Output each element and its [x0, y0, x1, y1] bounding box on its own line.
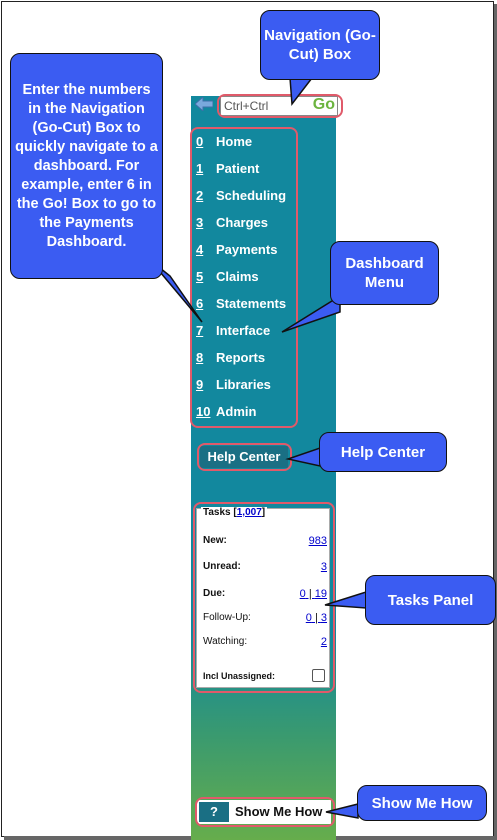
- menu-item-claims[interactable]: 5 Claims: [196, 269, 296, 291]
- menu-item-label: Admin: [216, 404, 257, 419]
- help-center-pointer: [285, 446, 321, 467]
- tasks-title-end: ]: [261, 507, 266, 518]
- menu-item-label: Claims: [216, 269, 259, 284]
- menu-item-admin[interactable]: 10 Admin: [196, 404, 296, 426]
- menu-item-label: Patient: [216, 161, 260, 176]
- tasks-due-today-link[interactable]: 0: [299, 588, 306, 600]
- show-me-how-label: Show Me How: [235, 804, 323, 819]
- back-arrow-icon[interactable]: [195, 97, 213, 111]
- menu-item-number: 8: [196, 350, 204, 365]
- go-input-placeholder: Ctrl+Ctrl: [224, 99, 269, 113]
- tasks-due-label: Due:: [203, 588, 226, 599]
- tasks-title: Tasks [: [203, 507, 237, 518]
- tasks-incl-unassigned-label: Incl Unassigned:: [203, 671, 276, 681]
- menu-item-number: 4: [196, 242, 204, 257]
- menu-item-interface[interactable]: 7 Interface: [196, 323, 296, 345]
- help-center-button[interactable]: Help Center: [200, 446, 288, 468]
- tasks-follow-up-separator: |: [311, 612, 321, 624]
- menu-item-reports[interactable]: 8 Reports: [196, 350, 296, 372]
- callout-dashboard-menu: Dashboard Menu: [330, 241, 439, 305]
- menu-item-number: 0: [196, 134, 204, 149]
- menu-item-number: 9: [196, 377, 204, 392]
- tasks-unread-label: Unread:: [203, 561, 241, 572]
- menu-item-statements[interactable]: 6 Statements: [196, 296, 296, 318]
- tasks-unread-link[interactable]: 3: [320, 561, 327, 573]
- go-button[interactable]: Go: [312, 96, 335, 113]
- frame-shadow-right: [494, 4, 497, 840]
- callout-show-me-how: Show Me How: [357, 785, 487, 821]
- tasks-follow-up-total-link[interactable]: 3: [320, 612, 327, 624]
- callout-instructions: Enter the numbers in the Navigation (Go-…: [10, 53, 163, 279]
- menu-item-number: 3: [196, 215, 204, 230]
- menu-item-number: 7: [196, 323, 204, 338]
- show-me-how-button[interactable]: ? Show Me How: [197, 800, 331, 824]
- tasks-row-follow-up: Follow-Up: 0 | 3: [203, 612, 327, 624]
- menu-item-number: 5: [196, 269, 204, 284]
- tasks-follow-up-today-link[interactable]: 0: [305, 612, 312, 624]
- tasks-row-incl-unassigned: Incl Unassigned:: [203, 669, 327, 682]
- tasks-panel: Tasks [1,007] New: 983 Unread: 3 Due: 0 | 1…: [196, 507, 330, 688]
- menu-item-label: Charges: [216, 215, 269, 230]
- nav-box-pointer: [289, 77, 314, 107]
- show-me-how-pointer: [325, 803, 359, 819]
- menu-item-number: 6: [196, 296, 204, 311]
- menu-item-charges[interactable]: 3 Charges: [196, 215, 296, 237]
- highlight-tasks-panel: [193, 502, 335, 693]
- menu-item-number: 2: [196, 188, 204, 203]
- menu-item-number: 1: [196, 161, 204, 176]
- tasks-new-link[interactable]: 983: [308, 535, 327, 547]
- tasks-due-total-link[interactable]: 19: [314, 588, 327, 600]
- tasks-due-separator: |: [305, 588, 315, 600]
- tasks-row-unread: Unread: 3: [203, 561, 327, 573]
- menu-item-label: Statements: [216, 296, 287, 311]
- question-mark-icon: ?: [199, 802, 229, 822]
- tasks-row-new: New: 983: [203, 535, 327, 547]
- tasks-header: Tasks [1,007]: [201, 507, 268, 518]
- tasks-count-link[interactable]: 1,007: [236, 507, 262, 518]
- menu-item-label: Interface: [216, 323, 271, 338]
- menu-item-label: Libraries: [216, 377, 271, 392]
- tasks-row-watching: Watching: 2: [203, 636, 327, 648]
- highlight-dashboard-menu: [190, 127, 298, 428]
- callout-nav-box: Navigation (Go-Cut) Box: [260, 10, 380, 80]
- tasks-follow-up-label: Follow-Up:: [203, 612, 251, 623]
- highlight-nav-box: [217, 94, 343, 118]
- tasks-panel-pointer: [324, 590, 367, 609]
- callout-help-center: Help Center: [319, 432, 447, 472]
- menu-item-label: Payments: [216, 242, 278, 257]
- menu-item-patient[interactable]: 1 Patient: [196, 161, 296, 183]
- menu-item-scheduling[interactable]: 2 Scheduling: [196, 188, 296, 210]
- tasks-watching-label: Watching:: [203, 636, 248, 647]
- callout-tasks-panel: Tasks Panel: [365, 575, 496, 625]
- dashboard-menu-pointer: [281, 294, 341, 333]
- tasks-watching-link[interactable]: 2: [320, 636, 327, 648]
- navigation-go-cut-input[interactable]: Ctrl+Ctrl Go: [220, 96, 338, 116]
- incl-unassigned-checkbox[interactable]: [312, 669, 325, 682]
- tasks-new-label: New:: [203, 535, 227, 546]
- menu-item-number: 10: [196, 404, 211, 419]
- highlight-help-center: [197, 443, 292, 471]
- menu-item-label: Scheduling: [216, 188, 287, 203]
- tasks-row-due: Due: 0 | 19: [203, 588, 327, 600]
- menu-item-label: Reports: [216, 350, 266, 365]
- menu-item-home[interactable]: 0 Home: [196, 134, 296, 156]
- menu-item-payments[interactable]: 4 Payments: [196, 242, 296, 264]
- menu-item-libraries[interactable]: 9 Libraries: [196, 377, 296, 399]
- sidebar: [191, 96, 336, 840]
- menu-item-label: Home: [216, 134, 253, 149]
